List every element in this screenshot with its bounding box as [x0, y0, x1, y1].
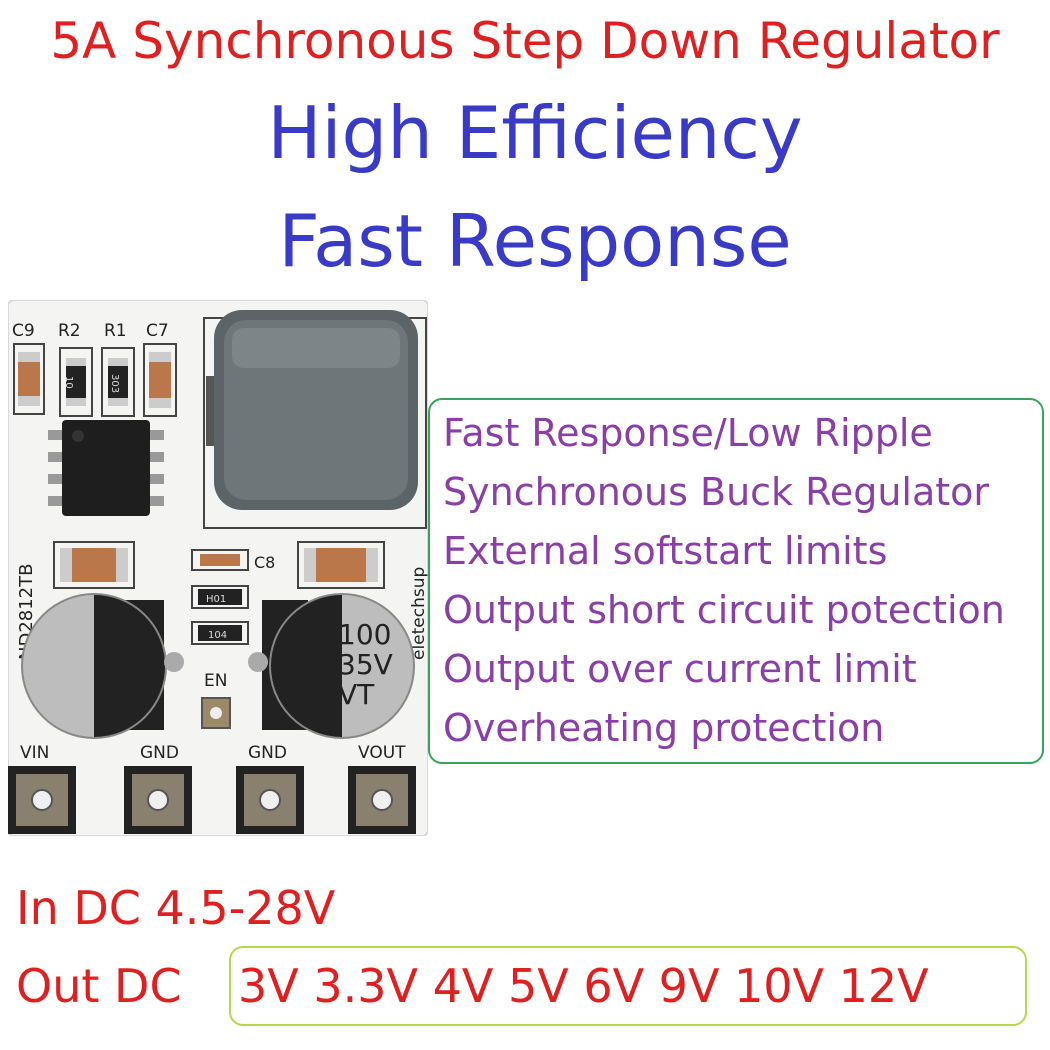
product-title: 5A Synchronous Step Down Regulator — [50, 12, 1000, 70]
feature-item: Output over current limit — [443, 647, 917, 691]
pad-vout — [348, 766, 416, 834]
label-c9: C9 — [12, 321, 35, 341]
svg-text:VT: VT — [338, 678, 375, 711]
output-label: Out DC — [16, 959, 182, 1013]
brand-label: eletechsup — [409, 567, 428, 660]
feature-item: Fast Response/Low Ripple — [443, 411, 933, 455]
pad-gnd-1 — [124, 766, 192, 834]
headline-efficiency: High Efficiency — [267, 91, 803, 175]
resistor-mid-2: 104 — [191, 621, 249, 645]
en-pad — [201, 697, 231, 729]
pcb-board-photo: C9 R2 R1 C7 10 303 — [8, 300, 428, 836]
capacitor-right — [297, 541, 385, 589]
headline-response: Fast Response — [278, 199, 792, 283]
feature-item: External softstart limits — [443, 529, 888, 573]
feature-item: Synchronous Buck Regulator — [443, 470, 990, 514]
electrolytic-capacitor-left: 100 35V VT — [21, 593, 184, 739]
label-en: EN — [204, 671, 227, 691]
label-r2: R2 — [58, 321, 81, 341]
resistor-r2: 10 — [59, 347, 93, 417]
svg-text:35V: 35V — [95, 651, 150, 684]
label-c8: C8 — [254, 553, 275, 572]
svg-text:10: 10 — [63, 376, 74, 389]
output-voltages-box — [229, 946, 1027, 1026]
electrolytic-capacitor-right: 100 35V VT — [248, 593, 415, 739]
capacitor-c8-small — [191, 549, 249, 571]
feature-item: Overheating protection — [443, 706, 885, 750]
features-box: Fast Response/Low Ripple Synchronous Buc… — [428, 398, 1044, 764]
label-vin: VIN — [20, 743, 49, 763]
label-c7: C7 — [146, 321, 169, 341]
svg-text:H01: H01 — [206, 594, 226, 605]
svg-text:303: 303 — [109, 374, 120, 393]
feature-item: Output short circuit potection — [443, 588, 1005, 632]
label-gnd-2: GND — [248, 743, 287, 763]
svg-text:100: 100 — [97, 681, 150, 714]
svg-text:VT: VT — [113, 621, 150, 654]
capacitor-c7 — [143, 343, 177, 417]
ic-chip — [48, 420, 164, 516]
svg-text:104: 104 — [208, 630, 227, 641]
resistor-mid-1: H01 — [191, 585, 249, 609]
resistor-r1: 303 — [101, 347, 135, 417]
pad-vin — [8, 766, 76, 834]
inductor — [214, 310, 418, 510]
label-r1: R1 — [104, 321, 127, 341]
label-vout: VOUT — [358, 743, 406, 763]
capacitor-c9 — [13, 343, 45, 415]
svg-text:100: 100 — [338, 618, 391, 651]
pad-gnd-2 — [236, 766, 304, 834]
label-gnd-1: GND — [140, 743, 179, 763]
input-voltage-spec: In DC 4.5-28V — [16, 881, 336, 935]
output-voltages: 3V 3.3V 4V 5V 6V 9V 10V 12V — [238, 959, 929, 1013]
svg-text:35V: 35V — [338, 648, 393, 681]
capacitor-left — [53, 541, 135, 589]
